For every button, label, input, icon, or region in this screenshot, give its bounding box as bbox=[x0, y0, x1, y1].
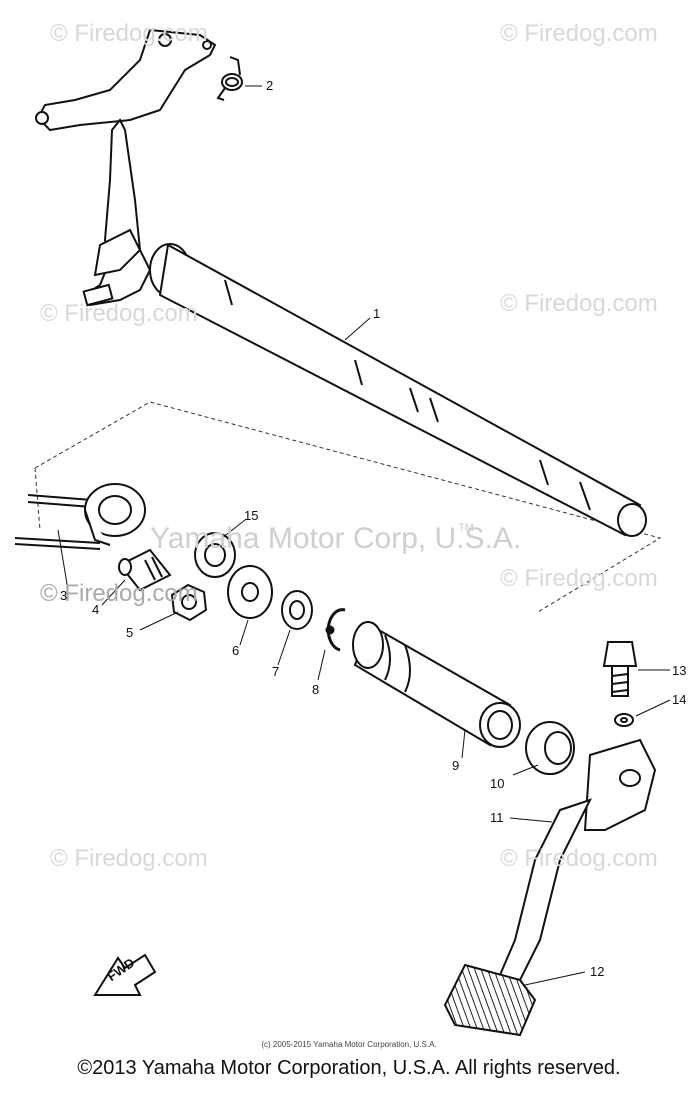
watermark-center: Yamaha Motor Corp, U.S.A. bbox=[150, 522, 522, 555]
watermark: © Firedog.com bbox=[500, 565, 658, 592]
watermark: © Firedog.com bbox=[50, 845, 208, 872]
fwd-arrow bbox=[93, 953, 157, 996]
callout-2: 2 bbox=[266, 78, 274, 93]
callout-14: 14 bbox=[672, 692, 687, 707]
copyright-notice: ©2013 Yamaha Motor Corporation, U.S.A. A… bbox=[77, 1057, 621, 1079]
callout-7: 7 bbox=[272, 664, 280, 679]
small-copyright: (c) 2005-2015 Yamaha Motor Corporation, … bbox=[261, 1040, 437, 1049]
callout-1: 1 bbox=[373, 306, 381, 321]
callout-12: 12 bbox=[590, 964, 605, 979]
bearing bbox=[194, 532, 236, 578]
watermark: © Firedog.com bbox=[50, 20, 208, 47]
watermark: © Firedog.com bbox=[500, 20, 658, 47]
leader-lines bbox=[57, 85, 671, 986]
nut bbox=[170, 583, 208, 622]
washer-10 bbox=[525, 721, 575, 775]
callout-15: 15 bbox=[244, 508, 259, 523]
callout-11: 11 bbox=[490, 810, 504, 825]
callout-9: 9 bbox=[452, 758, 460, 773]
watermark: © Firedog.com bbox=[500, 845, 658, 872]
assembly-outline bbox=[34, 401, 662, 613]
washer-large bbox=[227, 565, 273, 619]
spring bbox=[216, 56, 243, 101]
watermark-tm: TM bbox=[458, 522, 474, 534]
circlip bbox=[325, 608, 346, 652]
shift-arm bbox=[35, 28, 217, 307]
bolt bbox=[602, 641, 638, 697]
callout-8: 8 bbox=[312, 682, 320, 697]
shift-shaft bbox=[149, 243, 647, 537]
callout-3: 3 bbox=[60, 588, 68, 603]
pedal-rubber bbox=[443, 963, 537, 1037]
callout-13: 13 bbox=[672, 663, 687, 678]
lock-washer bbox=[614, 713, 634, 727]
collar bbox=[352, 621, 521, 748]
washer-small bbox=[281, 590, 313, 630]
pin bbox=[118, 548, 172, 592]
watermark: © Firedog.com bbox=[500, 290, 658, 317]
callout-6: 6 bbox=[232, 643, 240, 658]
callout-10: 10 bbox=[490, 776, 505, 791]
shift-lever-ring bbox=[14, 483, 146, 550]
watermark: © Firedog.com bbox=[40, 580, 198, 607]
callout-5: 5 bbox=[126, 625, 134, 640]
watermark: © Firedog.com bbox=[40, 300, 198, 327]
callout-4: 4 bbox=[92, 602, 100, 617]
